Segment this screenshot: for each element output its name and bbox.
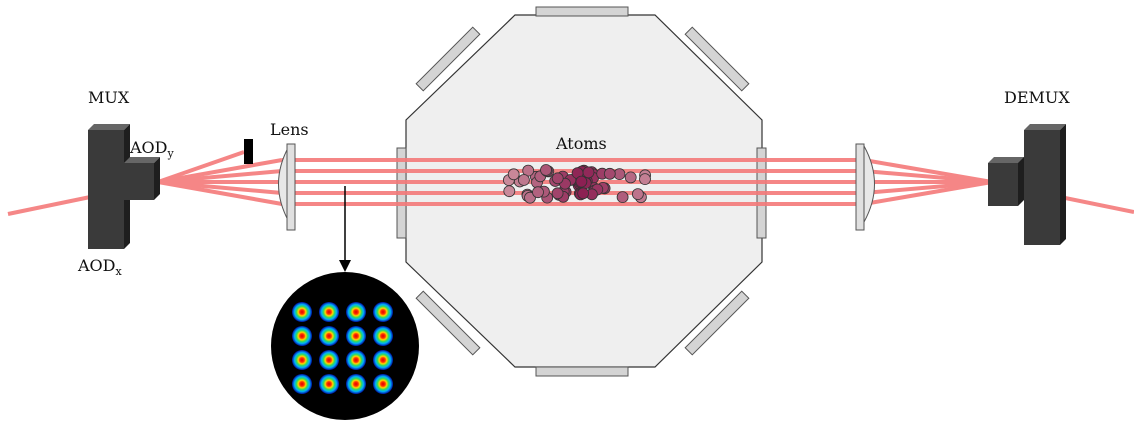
aod-x-label: AODx: [78, 256, 122, 278]
atom: [551, 187, 564, 200]
beam-spot: [373, 302, 393, 322]
beam-spot: [319, 302, 339, 322]
beam-spot: [373, 350, 393, 370]
beam-spot: [292, 302, 312, 322]
beam-spot: [292, 350, 312, 370]
atom: [575, 175, 588, 188]
atom: [616, 191, 629, 204]
beam-spot: [292, 374, 312, 394]
beam-spot: [373, 326, 393, 346]
atom: [540, 164, 552, 176]
down-arrow: [339, 186, 351, 272]
beam-spot: [346, 374, 366, 394]
beam-spot: [319, 350, 339, 370]
viewport-top-left: [415, 26, 481, 92]
beam-spot: [346, 350, 366, 370]
atom: [639, 173, 651, 186]
demux-label: DEMUX: [1004, 88, 1070, 107]
laser-beams: [7, 150, 1134, 216]
beam-spot: [319, 374, 339, 394]
beam-spot-array-inset: [271, 272, 419, 420]
atom: [551, 172, 564, 185]
mux-label: MUX: [88, 88, 130, 107]
aod-y-label: AODy: [130, 138, 174, 160]
atom: [582, 166, 595, 179]
mux-aod-block: [88, 124, 160, 249]
viewport-bottom-left: [415, 290, 481, 356]
viewport-top: [535, 6, 629, 17]
beam-dump: [244, 139, 253, 164]
beam-spot: [319, 326, 339, 346]
atom: [524, 191, 536, 204]
demux-aod-block: [988, 124, 1066, 245]
atom: [503, 185, 516, 198]
beam-spot: [292, 326, 312, 346]
lens-label: Lens: [270, 120, 309, 139]
atom: [507, 168, 520, 181]
lens-right: [855, 143, 875, 231]
atom: [577, 187, 589, 200]
beam-spot: [346, 302, 366, 322]
atom: [518, 174, 530, 186]
atom: [603, 167, 616, 180]
atom-cloud: [502, 164, 651, 204]
viewport-bottom: [535, 366, 629, 377]
atom: [624, 171, 637, 184]
atom: [532, 186, 544, 199]
viewport-top-right: [684, 26, 750, 92]
deflected-beam-to-dump: [157, 150, 245, 184]
viewport-bottom-right: [684, 290, 750, 356]
lens-left: [278, 143, 296, 231]
atoms-label: Atoms: [556, 134, 607, 153]
beam-spot: [373, 374, 393, 394]
beam-spot: [346, 326, 366, 346]
atom: [632, 188, 644, 201]
